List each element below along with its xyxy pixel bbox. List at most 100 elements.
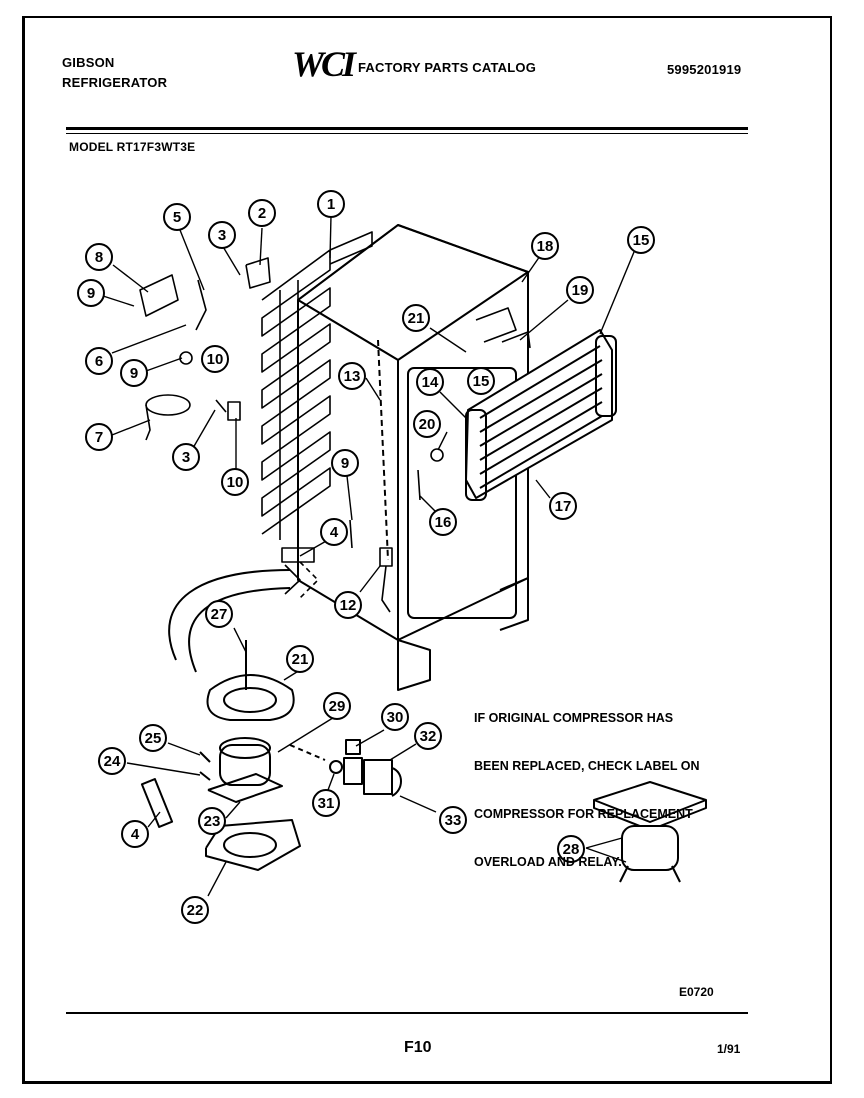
page-label: F10 xyxy=(404,1039,432,1056)
callout-17: 17 xyxy=(549,492,577,520)
callout-20: 20 xyxy=(413,410,441,438)
footer-rule xyxy=(66,1012,748,1014)
callout-circle xyxy=(414,722,442,750)
callout-4: 4 xyxy=(320,518,348,546)
callout-label: 25 xyxy=(145,730,162,747)
callout-10: 10 xyxy=(221,468,249,496)
callout-label: 8 xyxy=(95,249,103,266)
callout-label: 12 xyxy=(340,597,357,614)
callout-label: 5 xyxy=(173,209,181,226)
callout-circle xyxy=(467,367,495,395)
note-line: BEEN REPLACED, CHECK LABEL ON xyxy=(474,759,700,773)
footer-date: 1/91 xyxy=(717,1042,741,1056)
callout-label: 1 xyxy=(327,196,335,213)
callout-24: 24 xyxy=(98,747,126,775)
callout-label: 18 xyxy=(537,238,554,255)
callout-label: 14 xyxy=(422,374,439,391)
callout-33: 33 xyxy=(439,806,467,834)
callout-circle xyxy=(181,896,209,924)
callout-circle xyxy=(557,835,585,863)
header-rule-top xyxy=(66,127,748,130)
callout-label: 19 xyxy=(572,282,589,299)
callout-1: 1 xyxy=(317,190,345,218)
callout-30: 30 xyxy=(381,703,409,731)
callout-12: 12 xyxy=(334,591,362,619)
callout-label: 4 xyxy=(330,524,339,541)
callout-28: 28 xyxy=(557,835,585,863)
callout-25: 25 xyxy=(139,724,167,752)
product-type: REFRIGERATOR xyxy=(62,75,168,90)
callout-21: 21 xyxy=(402,304,430,332)
callout-9: 9 xyxy=(331,449,359,477)
callout-circle xyxy=(286,645,314,673)
callout-label: 7 xyxy=(95,429,103,446)
callout-label: 22 xyxy=(187,902,204,919)
callout-circle xyxy=(198,807,226,835)
callout-label: 3 xyxy=(218,227,226,244)
callout-circle xyxy=(381,703,409,731)
compressor-illustration xyxy=(140,640,402,871)
callout-label: 28 xyxy=(563,841,580,858)
callout-5: 5 xyxy=(163,203,191,231)
callout-circle xyxy=(163,203,191,231)
callout-circle xyxy=(208,221,236,249)
callout-circle xyxy=(312,789,340,817)
catalog-title: FACTORY PARTS CATALOG xyxy=(358,60,537,75)
callout-circle xyxy=(85,243,113,271)
callout-circle xyxy=(205,600,233,628)
callout-31: 31 xyxy=(312,789,340,817)
callout-15: 15 xyxy=(467,367,495,395)
callout-label: 17 xyxy=(555,498,572,515)
callout-23: 23 xyxy=(198,807,226,835)
condenser-coil-illustration xyxy=(261,231,373,540)
callout-label: 9 xyxy=(341,455,349,472)
callout-label: 2 xyxy=(258,205,266,222)
callout-circle xyxy=(331,449,359,477)
callout-label: 3 xyxy=(182,449,190,466)
callout-label: 31 xyxy=(318,795,335,812)
callout-circle xyxy=(429,508,457,536)
callout-label: 13 xyxy=(344,368,361,385)
callout-7: 7 xyxy=(85,423,113,451)
callout-group: 1235896910731013941227212524429303223313… xyxy=(77,190,655,924)
callout-label: 21 xyxy=(292,651,309,668)
callout-circle xyxy=(77,279,105,307)
callout-label: 20 xyxy=(419,416,436,433)
callout-label: 33 xyxy=(445,812,462,829)
callout-label: 10 xyxy=(227,474,244,491)
note-line: OVERLOAD AND RELAY. xyxy=(474,855,622,869)
callout-circle xyxy=(317,190,345,218)
callout-6: 6 xyxy=(85,347,113,375)
callout-label: 9 xyxy=(87,285,95,302)
callout-label: 24 xyxy=(104,753,121,770)
callout-2: 2 xyxy=(248,199,276,227)
callout-circle xyxy=(85,347,113,375)
callout-13: 13 xyxy=(338,362,366,390)
callout-circle xyxy=(323,692,351,720)
callout-label: 15 xyxy=(633,232,650,249)
callout-circle xyxy=(338,362,366,390)
callout-32: 32 xyxy=(414,722,442,750)
callout-circle xyxy=(221,468,249,496)
callout-19: 19 xyxy=(566,276,594,304)
callout-18: 18 xyxy=(531,232,559,260)
callout-15: 15 xyxy=(627,226,655,254)
callout-label: 32 xyxy=(420,728,437,745)
compressor-replacement-note: IF ORIGINAL COMPRESSOR HAS BEEN REPLACED… xyxy=(474,678,699,886)
callout-circle xyxy=(121,820,149,848)
callout-29: 29 xyxy=(323,692,351,720)
callout-10: 10 xyxy=(201,345,229,373)
leader-lines xyxy=(99,215,635,897)
callout-label: 10 xyxy=(207,351,224,368)
callout-label: 23 xyxy=(204,813,221,830)
callout-circle xyxy=(566,276,594,304)
callout-circle xyxy=(531,232,559,260)
callout-14: 14 xyxy=(416,368,444,396)
brand-name: GIBSON xyxy=(62,55,115,70)
callout-22: 22 xyxy=(181,896,209,924)
callout-label: 15 xyxy=(473,373,490,390)
callout-8: 8 xyxy=(85,243,113,271)
callout-circle xyxy=(627,226,655,254)
callout-label: 16 xyxy=(435,514,452,531)
callout-circle xyxy=(201,345,229,373)
